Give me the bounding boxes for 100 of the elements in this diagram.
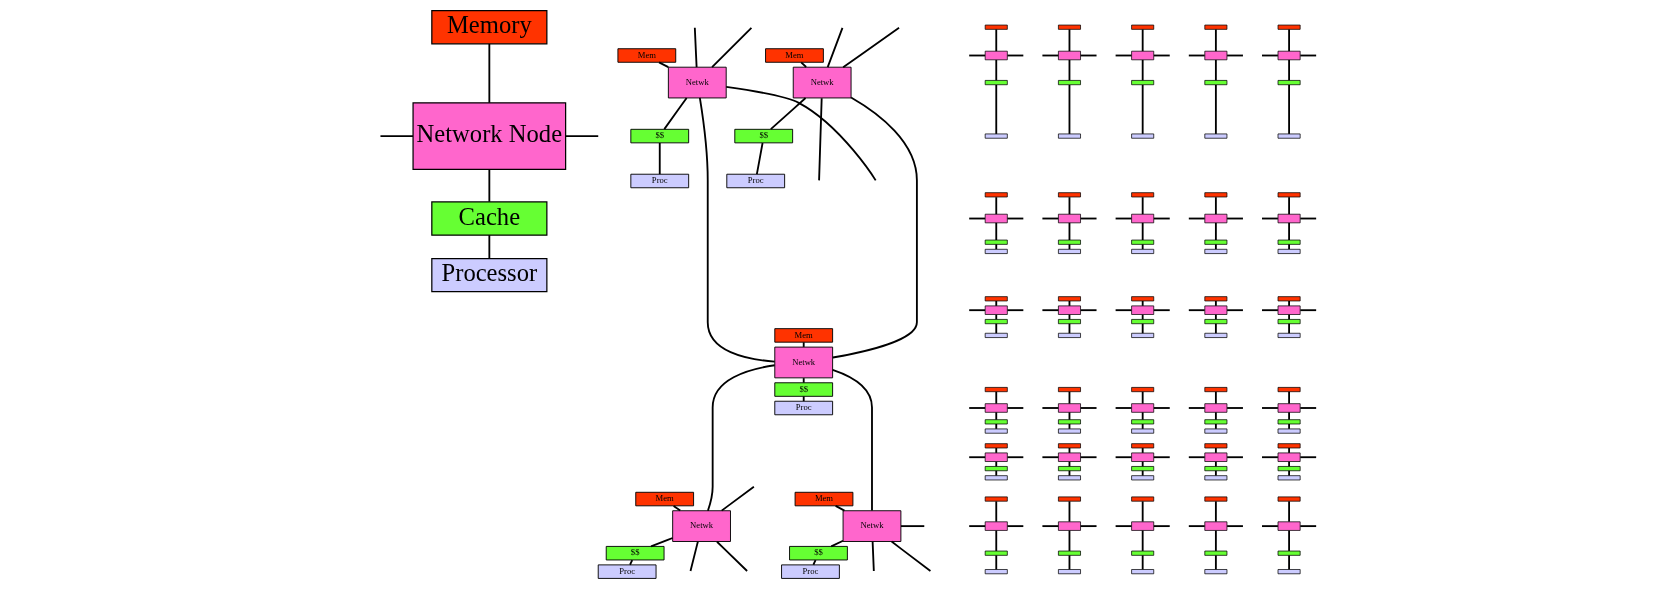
node-box	[1057, 24, 1081, 30]
connector	[715, 540, 748, 572]
node-box	[984, 239, 1008, 245]
node-box	[1277, 403, 1301, 413]
connector	[967, 309, 986, 312]
node-box	[1203, 332, 1227, 338]
connector	[1260, 407, 1279, 409]
node-box	[1277, 466, 1301, 472]
node-box	[1130, 443, 1154, 449]
node-box	[984, 296, 1008, 302]
connector	[628, 559, 633, 566]
node-box	[1057, 133, 1081, 139]
node-box	[1203, 550, 1227, 556]
connector	[672, 505, 681, 512]
node-box	[1057, 387, 1081, 393]
node-box	[984, 419, 1008, 425]
node-box	[1057, 80, 1081, 86]
node-box	[1277, 569, 1301, 575]
node-box	[984, 213, 1008, 224]
node-box	[1203, 475, 1227, 481]
connector	[755, 142, 763, 176]
connector	[831, 368, 873, 512]
node-box	[1203, 80, 1227, 86]
node-box	[1203, 452, 1227, 462]
connector	[1287, 469, 1290, 477]
node-box	[1277, 319, 1301, 325]
node-box	[1277, 452, 1301, 462]
node-box	[984, 521, 1008, 531]
connector	[1214, 243, 1217, 251]
connector	[1287, 554, 1290, 571]
node-box	[1057, 550, 1081, 556]
node-box	[1130, 452, 1154, 462]
connector	[1287, 390, 1290, 405]
connector	[994, 390, 997, 405]
connector	[1260, 309, 1279, 312]
connector	[1141, 390, 1144, 405]
node-box	[1057, 452, 1081, 462]
connector	[1141, 500, 1144, 523]
connector	[967, 407, 986, 409]
connector	[1214, 423, 1217, 430]
connector	[1214, 390, 1217, 405]
connector	[487, 168, 490, 203]
connector	[1141, 554, 1144, 571]
node-box: Netwk	[773, 346, 833, 379]
node-box	[1057, 192, 1081, 198]
node-box: Network Node	[411, 102, 566, 170]
connector	[1141, 322, 1144, 335]
node-box	[1203, 443, 1227, 449]
connector	[1214, 554, 1217, 571]
connector	[1287, 243, 1290, 251]
connector	[890, 540, 931, 572]
node-box	[984, 50, 1008, 61]
connector	[994, 447, 997, 454]
connector	[1006, 456, 1024, 459]
node-box	[1130, 466, 1154, 472]
node-box	[1057, 521, 1081, 531]
connector	[1225, 407, 1244, 409]
node-box	[1203, 133, 1227, 139]
connector	[1068, 84, 1070, 135]
node-box	[1277, 550, 1301, 556]
node-box	[1057, 569, 1081, 575]
node-box	[1203, 213, 1227, 224]
node-box: Proc	[780, 564, 840, 579]
node-box: $$	[733, 128, 793, 144]
node-box: Processor	[430, 257, 547, 293]
connector	[994, 243, 997, 251]
connector	[994, 221, 997, 241]
connector	[649, 537, 674, 548]
node-box	[1130, 387, 1154, 393]
connector	[1114, 525, 1132, 528]
connector	[1287, 423, 1290, 430]
connector	[689, 540, 699, 572]
connector	[994, 196, 997, 216]
node-box	[1057, 496, 1081, 502]
connector	[698, 97, 776, 363]
node-box	[1203, 387, 1227, 393]
connector	[871, 540, 875, 572]
connector	[1187, 309, 1206, 312]
connector	[994, 500, 997, 523]
connector	[1152, 309, 1171, 312]
connector	[1225, 525, 1244, 528]
connector	[829, 539, 844, 548]
node-box	[1057, 475, 1081, 481]
connector	[1079, 456, 1097, 459]
node-box	[1203, 466, 1227, 472]
connector	[1141, 243, 1144, 251]
connector	[1214, 411, 1217, 421]
node-box	[1277, 521, 1301, 531]
connector	[1225, 456, 1244, 459]
connector	[1214, 447, 1217, 454]
connector	[1141, 423, 1144, 430]
node-box	[1203, 296, 1227, 302]
connector	[1006, 407, 1024, 409]
connector	[1040, 456, 1059, 459]
node-box	[1130, 521, 1154, 531]
node-box	[1130, 50, 1154, 61]
node-box	[1130, 569, 1154, 575]
node-box	[984, 80, 1008, 86]
connector	[1214, 196, 1217, 216]
node-box	[1277, 332, 1301, 338]
